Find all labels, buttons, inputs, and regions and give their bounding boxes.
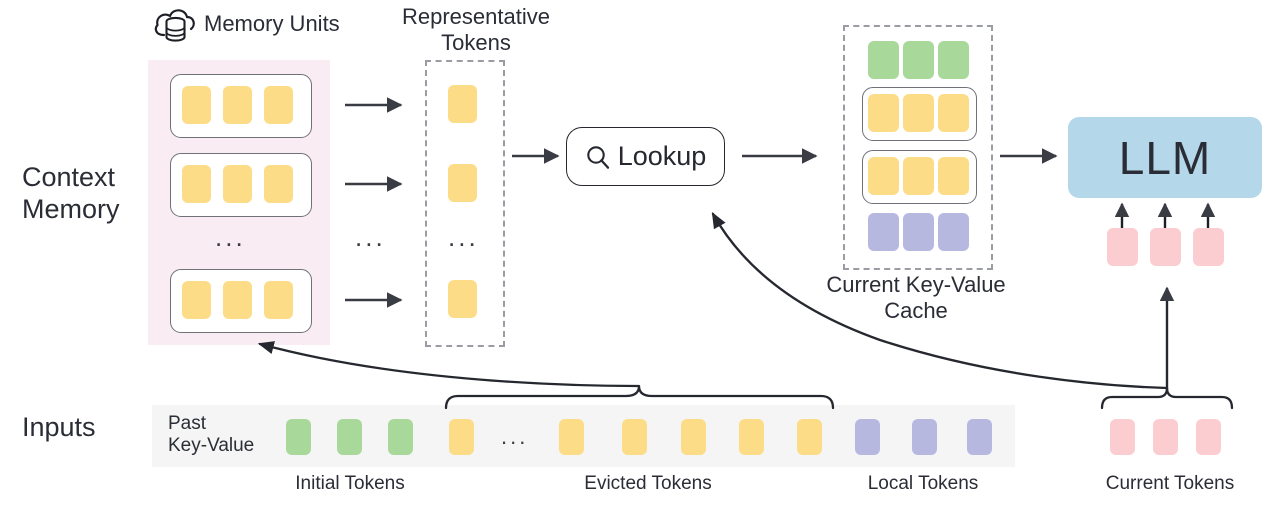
input-evicted-token-5 — [739, 419, 764, 455]
kv-retrieved-unit-1-token-3 — [938, 94, 969, 132]
lookup-label: Lookup — [617, 141, 707, 171]
input-local-token-3 — [967, 419, 992, 455]
input-initial-token-2 — [337, 419, 362, 455]
memory-unit-1-token-3 — [264, 86, 293, 124]
input-current-token-2 — [1153, 419, 1178, 455]
representative-token-1 — [448, 85, 477, 123]
arrow-current-token-3-to-llm — [1200, 202, 1216, 228]
search-icon — [585, 144, 611, 170]
representative-tokens-box — [425, 60, 505, 347]
representative-token-3 — [448, 280, 477, 318]
input-local-token-2 — [912, 419, 937, 455]
kv-initial-token-2 — [903, 41, 934, 79]
arrow-unit1-to-rep1 — [345, 97, 403, 113]
arrow-current-token-1-to-llm — [1114, 202, 1130, 228]
memory-unit-2-token-2 — [223, 165, 252, 203]
representative-tokens-label: Representative Tokens — [402, 4, 550, 55]
row-label-context-memory: Context Memory — [22, 162, 120, 224]
llm-box[interactable]: LLM — [1068, 117, 1262, 198]
arrow-current-token-2-to-llm — [1157, 202, 1173, 228]
memory-unit-1-token-1 — [182, 86, 211, 124]
memory-unit-3-token-3 — [264, 281, 293, 319]
caption-current-tokens: Current Tokens — [1105, 473, 1235, 494]
arrow-current-tokens-up-to-llm-inputs — [1159, 286, 1175, 390]
representative-tokens-ellipsis: ... — [448, 222, 479, 252]
input-evicted-token-3 — [622, 419, 647, 455]
input-evicted-token-2 — [559, 419, 584, 455]
llm-input-token-3 — [1193, 228, 1224, 266]
input-initial-token-3 — [388, 419, 413, 455]
memory-unit-2-token-3 — [264, 165, 293, 203]
kv-cache-box — [843, 25, 993, 270]
arrow-current-tokens-to-lookup — [711, 211, 1169, 390]
input-evicted-token-1 — [449, 419, 474, 455]
arrow-unit3-to-rep3 — [345, 292, 403, 308]
memory-unit-2-token-1 — [182, 165, 211, 203]
input-current-token-1 — [1110, 419, 1135, 455]
caption-evicted-tokens: Evicted Tokens — [584, 473, 712, 494]
kv-initial-token-1 — [868, 41, 899, 79]
lookup-button[interactable]: Lookup — [566, 127, 725, 186]
kv-retrieved-unit-2-token-3 — [938, 157, 969, 195]
llm-label: LLM — [1118, 131, 1212, 184]
representative-token-2 — [448, 164, 477, 202]
caption-initial-tokens: Initial Tokens — [295, 473, 405, 494]
memory-unit-1-token-2 — [223, 86, 252, 124]
between-units-ellipsis: ... — [355, 222, 386, 252]
memory-units-ellipsis: ... — [215, 222, 246, 252]
input-evicted-ellipsis: ... — [501, 424, 529, 449]
memory-units-label: Memory Units — [204, 11, 340, 36]
row-label-inputs: Inputs — [22, 412, 96, 442]
kv-retrieved-unit-2-token-1 — [868, 157, 899, 195]
arrow-rep-to-lookup — [512, 148, 560, 164]
input-evicted-token-6 — [797, 419, 822, 455]
llm-input-token-1 — [1107, 228, 1138, 266]
kv-local-token-2 — [903, 213, 934, 251]
memory-unit-3-token-1 — [182, 281, 211, 319]
kv-local-token-3 — [938, 213, 969, 251]
caption-local-tokens: Local Tokens — [867, 473, 979, 494]
memory-unit-3-token-2 — [223, 281, 252, 319]
kv-cache-label: Current Key-Value Cache — [826, 272, 1006, 323]
input-current-token-3 — [1196, 419, 1221, 455]
kv-retrieved-unit-1-token-2 — [903, 94, 934, 132]
kv-local-token-1 — [868, 213, 899, 251]
arrow-unit2-to-rep2 — [345, 176, 403, 192]
kv-retrieved-unit-1-token-1 — [868, 94, 899, 132]
kv-retrieved-unit-2-token-2 — [903, 157, 934, 195]
llm-input-token-2 — [1150, 228, 1181, 266]
input-initial-token-1 — [286, 419, 311, 455]
arrow-kvcache-to-llm — [1000, 148, 1058, 164]
past-key-value-label: Past Key-Value — [168, 413, 255, 457]
kv-initial-token-3 — [938, 41, 969, 79]
input-evicted-token-4 — [681, 419, 706, 455]
arrow-lookup-to-kvcache — [742, 148, 818, 164]
cloud-database-icon — [152, 4, 198, 46]
input-local-token-1 — [855, 419, 880, 455]
arrow-evicted-to-context-memory — [257, 341, 641, 388]
